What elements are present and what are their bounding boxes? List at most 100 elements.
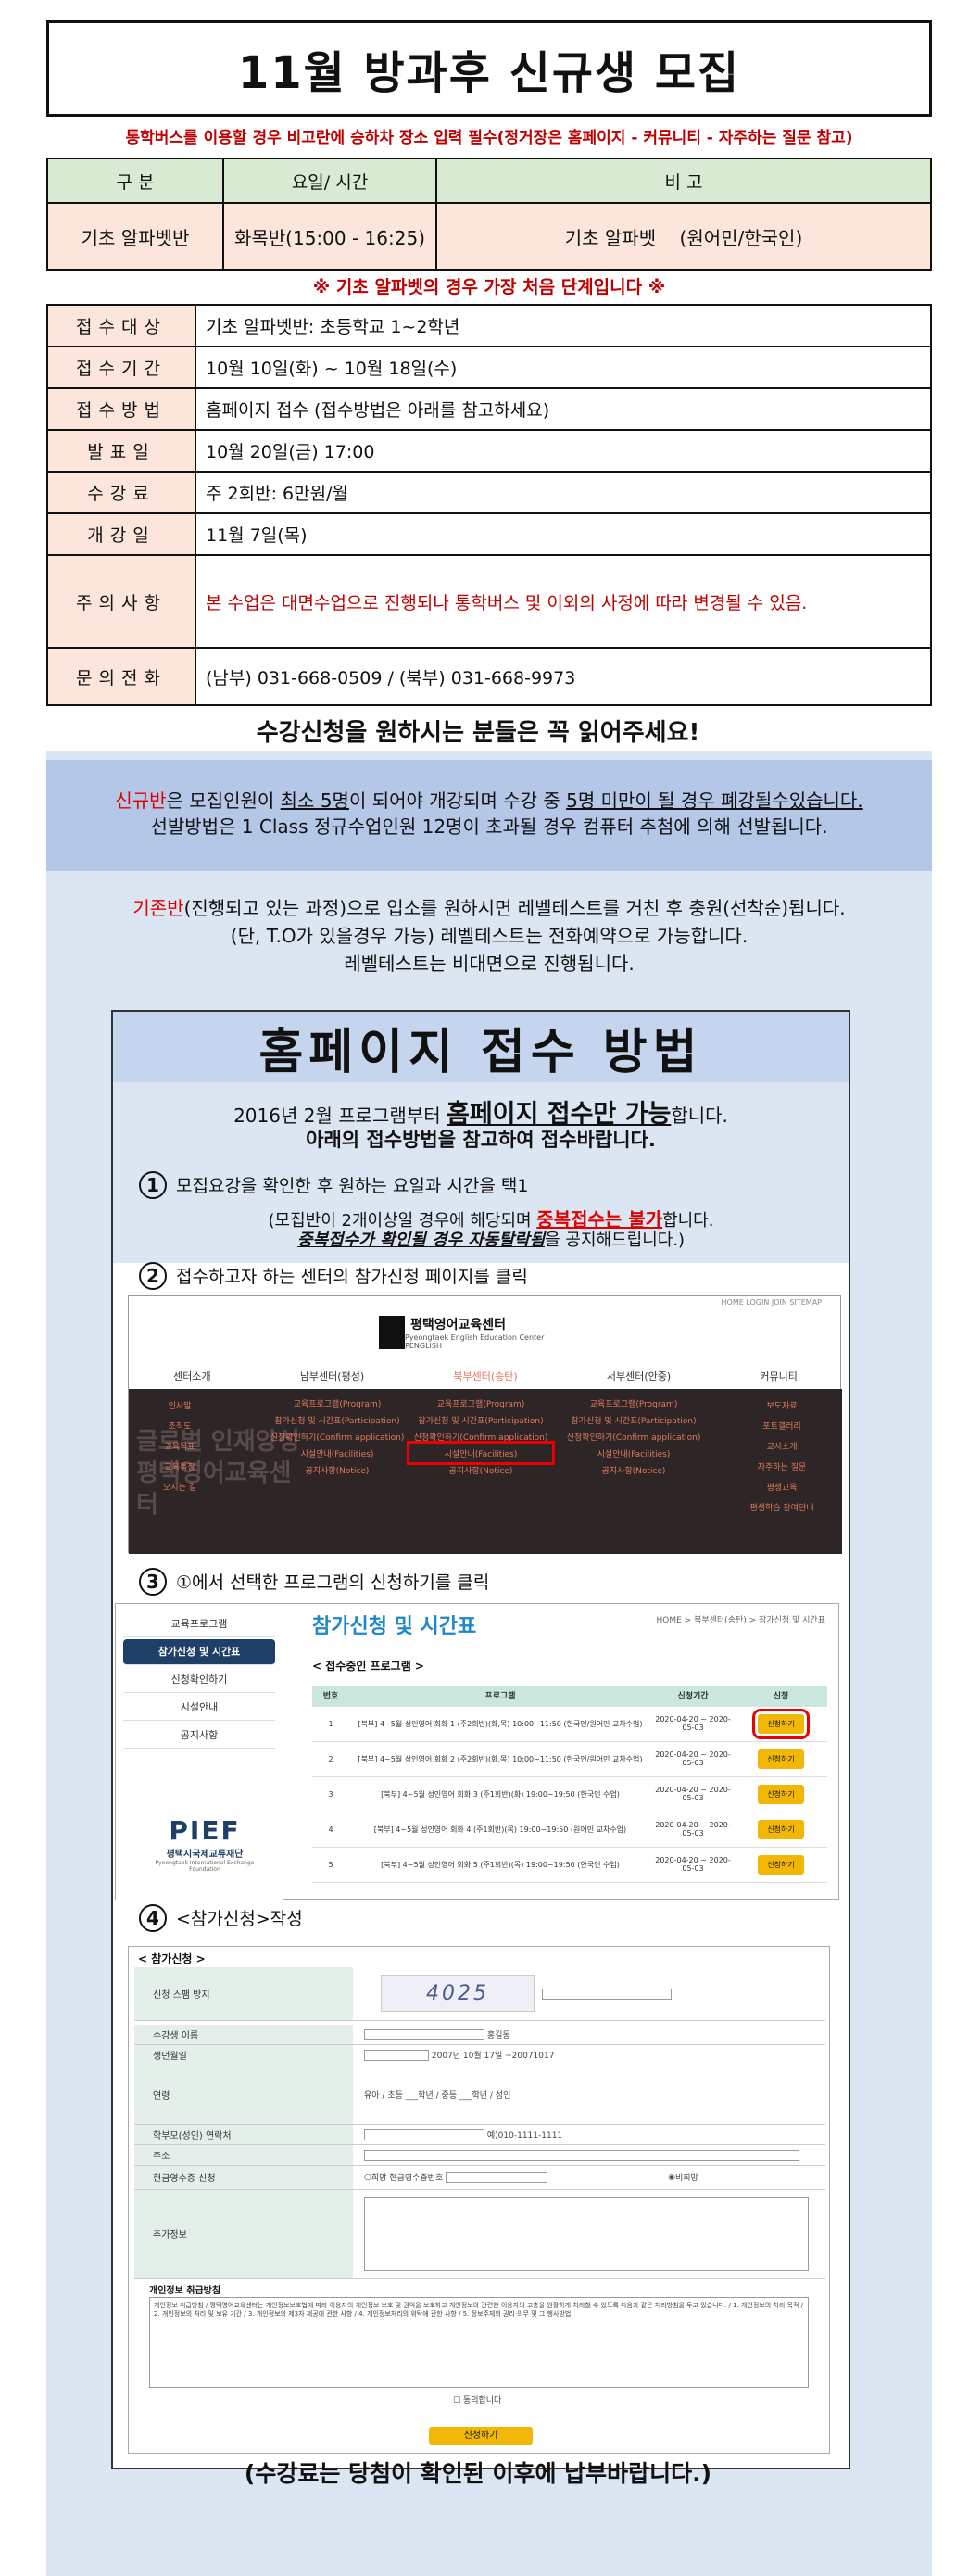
text: (진행되고 있는 과정)으로 입소를 원하시면 레벨테스트를 거친 후 충원(선… — [183, 897, 846, 919]
menu-item-participation[interactable]: 참가신청 및 시간표(Participation) — [418, 1417, 544, 1426]
menu-item[interactable]: 교사소개 — [766, 1443, 798, 1452]
menu-item[interactable]: 자주하는 질문 — [757, 1463, 807, 1472]
col-header: 요일/ 시간 — [222, 158, 437, 204]
address-input[interactable] — [364, 2149, 799, 2161]
menu-item[interactable]: 평생학습 참여안내 — [749, 1504, 814, 1513]
form-row: 현금영수증 신청 ○ 희망 현금영수증번호 ◉ 비희망 — [134, 2166, 825, 2190]
menu-item[interactable]: 교육특징 — [164, 1463, 195, 1472]
age-options[interactable]: 유아 / 초등 ___학년 / 중등 ___학년 / 성인 — [364, 2091, 511, 2101]
text: 중복접수는 불가 — [536, 1208, 663, 1231]
menu-item[interactable]: 포토갤러리 — [762, 1422, 801, 1432]
menu-item[interactable]: 시설안내(Facilities) — [300, 1450, 374, 1459]
pief-name: 평택시국제교류재단 — [166, 1850, 244, 1860]
name-input[interactable] — [364, 2028, 484, 2040]
menu-column: 보도자료 포토갤러리 교사소개 자주하는 질문 평생교육 평생학습 참여안내 — [731, 1396, 833, 1519]
menu-item[interactable]: 공지사항(Notice) — [601, 1467, 666, 1476]
menu-item[interactable]: 참가신청 및 시간표(Participation) — [274, 1417, 400, 1426]
page-title: 11월 방과후 신규생 모집 — [46, 20, 932, 117]
text: 최소 5명 — [280, 789, 349, 812]
menu-item[interactable]: 신청확인하기(Confirm application) — [566, 1433, 701, 1443]
apply-button[interactable]: 신청하기 — [758, 1819, 804, 1839]
lead-text: 수강신청을 원하시는 분들은 꼭 읽어주세요! — [256, 719, 700, 747]
nav-item[interactable]: 커뮤니티 — [760, 1370, 798, 1383]
highlight-box — [407, 1441, 555, 1465]
info-value: 11월 7일(목) — [195, 512, 932, 556]
sidebar-item[interactable]: 시설안내 — [123, 1695, 275, 1721]
cell: 2020-04-20 ~ 2020-05-03 — [651, 1847, 735, 1883]
info-value: 본 수업은 대면수업으로 진행되나 통학버스 및 이외의 사정에 따라 변경될 … — [195, 554, 932, 649]
cell: 2020-04-20 ~ 2020-05-03 — [651, 1741, 735, 1777]
privacy-text[interactable]: 개인정보 취급방침 / 평택영어교육센터는 개인정보보호법에 따라 이용자의 개… — [149, 2297, 809, 2388]
table-row: 4 [북부] 4~5월 성인영어 회화 4 (주1회반)(목) 19:00~19… — [312, 1812, 827, 1848]
apply-button[interactable]: 신청하기 — [758, 1854, 804, 1875]
extra-info-textarea[interactable] — [364, 2196, 809, 2271]
cell: 2020-04-20 ~ 2020-05-03 — [651, 1776, 735, 1812]
menu-item[interactable]: 평생교육 — [766, 1484, 798, 1493]
captcha-input[interactable] — [542, 1988, 672, 2000]
field-value: 2007년 10월 17일 ~20071017 — [364, 2045, 554, 2065]
text: 중복접수가 확인될 경우 자동탈락됨 — [296, 1231, 546, 1250]
field-value: 홍길동 — [364, 2025, 510, 2044]
receipt-input[interactable] — [446, 2171, 548, 2183]
apply-button[interactable]: 신청하기 — [758, 1749, 804, 1769]
menu-item[interactable]: 교육프로그램(Program) — [589, 1400, 678, 1409]
info-label: 접수대상 — [46, 304, 196, 347]
selection-text: 선발방법은 1 Class 정규수업인원 12명이 초과될 경우 컴퓨터 추첨에… — [150, 815, 828, 838]
cell: 4 — [312, 1812, 349, 1848]
menu-item[interactable]: 공지사항(Notice) — [448, 1467, 513, 1476]
agree-checkbox[interactable]: ☐ 동의합니다 — [453, 2396, 502, 2406]
menu-column: 교육프로그램(Program) 참가신청 및 시간표(Participation… — [407, 1396, 555, 1480]
nav-item[interactable]: 북부센터(송탄) — [453, 1370, 518, 1383]
sidebar-item[interactable]: 교육프로그램 — [123, 1611, 275, 1637]
nav-item[interactable]: 서부센터(안중) — [606, 1370, 672, 1383]
birth-input[interactable] — [364, 2049, 429, 2061]
menu-item[interactable]: 교육목표 — [164, 1443, 195, 1452]
menu-item[interactable]: 교육프로그램(Program) — [436, 1400, 525, 1409]
menu-item[interactable]: 오시는 길 — [163, 1484, 196, 1493]
submit-button[interactable]: 신청하기 — [429, 2427, 533, 2445]
menu-item[interactable]: 교육프로그램(Program) — [293, 1400, 382, 1409]
website-screenshot: HOME LOGIN JOIN SITEMAP 평택영어교육센터 Pyeongt… — [128, 1295, 842, 1554]
text: (모집반이 2개이상일 경우에 해당되며 — [268, 1211, 537, 1231]
field-value — [542, 1967, 672, 2020]
sidebar-item[interactable]: 신청확인하기 — [123, 1667, 275, 1693]
receipt-no-option[interactable]: 비희망 — [674, 2174, 698, 2183]
step-number: 3 — [139, 1568, 167, 1596]
text: 5명 미만이 될 경우 폐강될수있습니다. — [566, 789, 863, 812]
menu-item[interactable]: 시설안내(Facilities) — [444, 1450, 518, 1459]
info-label: 개강일 — [46, 512, 196, 556]
birth-example: 2007년 10월 17일 ~20071017 — [431, 2052, 555, 2061]
text: 합니다. — [671, 1105, 728, 1127]
form-row: 신청 스팸 방지 4025 — [134, 1967, 825, 2021]
guide-intro-bg — [113, 1082, 849, 1263]
receipt-option[interactable]: 희망 현금영수증번호 — [371, 2174, 444, 2183]
menu-item[interactable]: 인사말 — [168, 1402, 192, 1411]
text: 합니다. — [662, 1211, 714, 1231]
menu-item[interactable]: 조직도 — [168, 1422, 192, 1432]
menu-item[interactable]: 신청확인하기(Confirm application) — [270, 1433, 405, 1443]
step-1-note2: 중복접수가 확인될 경우 자동탈락됨을 공지해드립니다.) — [139, 1227, 843, 1251]
menu-item[interactable]: 참가신청 및 시간표(Participation) — [571, 1417, 697, 1426]
new-class-text: 신규반은 모집인원이 최소 5명이 되어야 개강되며 수강 중 5명 미만이 될… — [46, 788, 932, 840]
class-name: 기초 알파벳반 — [46, 202, 224, 271]
menu-item[interactable]: 신청확인하기(Confirm application) — [413, 1433, 548, 1443]
existing-class-text: 기존반(진행되고 있는 과정)으로 입소를 원하시면 레벨테스트를 거친 후 충… — [46, 894, 932, 978]
apply-button[interactable]: 신청하기 — [758, 1784, 804, 1804]
sidebar-item[interactable]: 공지사항 — [123, 1723, 275, 1749]
cell: 2020-04-20 ~ 2020-05-03 — [651, 1706, 735, 1742]
new-class-band — [46, 760, 932, 871]
sidebar-item-active[interactable]: 참가신청 및 시간표 — [123, 1639, 275, 1665]
apply-button[interactable]: 신청하기 — [752, 1708, 810, 1739]
phone-input[interactable] — [364, 2128, 484, 2140]
nav-item[interactable]: 남부센터(평성) — [299, 1370, 365, 1383]
menu-item[interactable]: 보도자료 — [766, 1402, 798, 1411]
captcha-image: 4025 — [381, 1975, 535, 2012]
info-value: 기초 알파벳반: 초등학교 1~2학년 — [195, 304, 932, 347]
menu-item[interactable]: 시설안내(Facilities) — [597, 1450, 671, 1459]
menu-item[interactable]: 공지사항(Notice) — [305, 1467, 370, 1476]
text: 이 되어야 개강되며 수강 중 — [348, 789, 567, 812]
nav-item[interactable]: 센터소개 — [173, 1370, 211, 1383]
